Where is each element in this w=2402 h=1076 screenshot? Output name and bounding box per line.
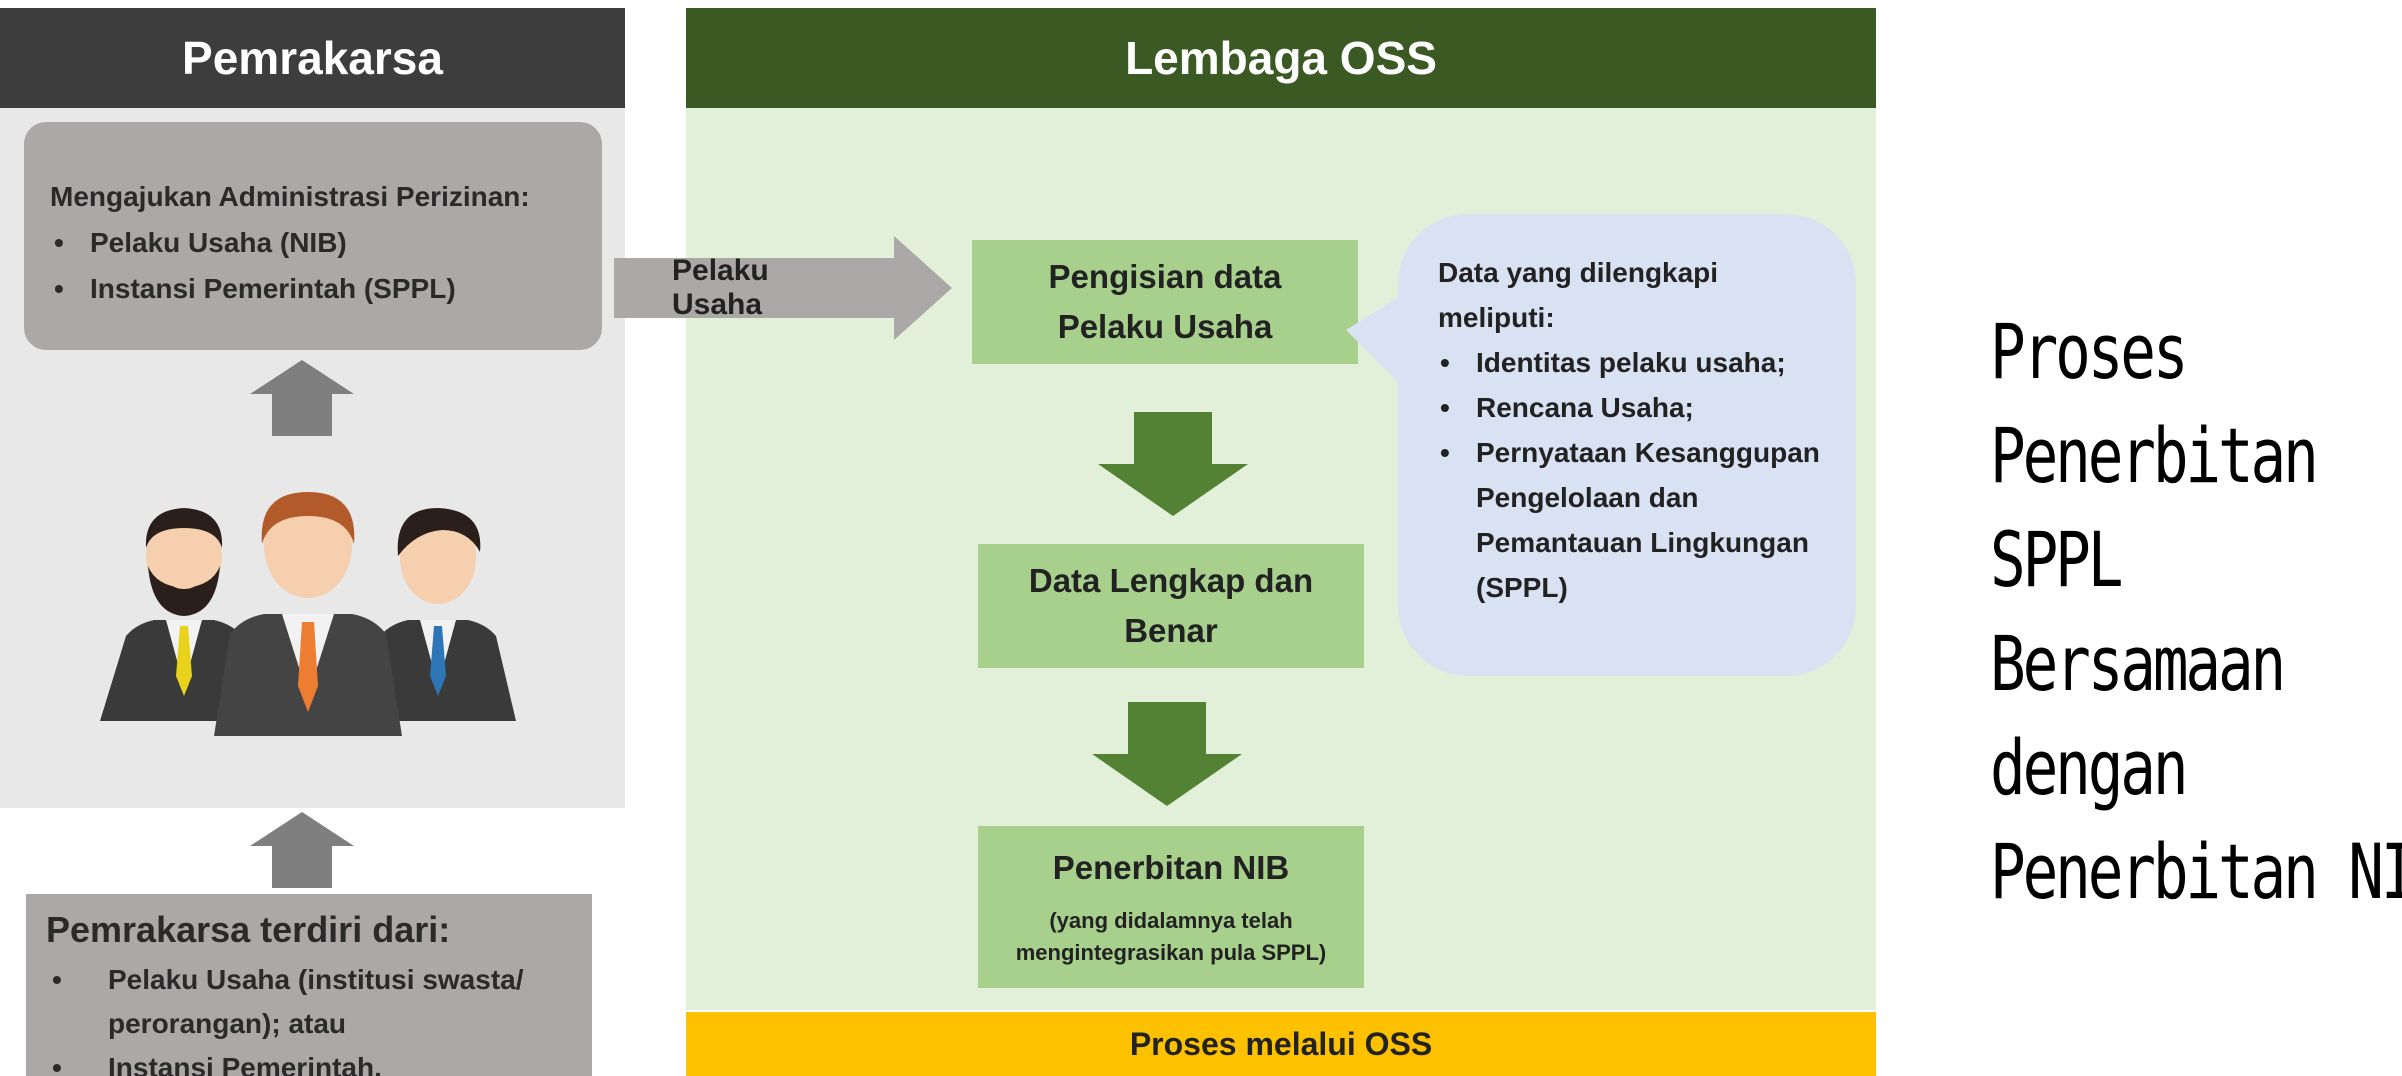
data-requirements-bubble: Data yang dilengkapi meliputi: Identitas… <box>1398 214 1856 676</box>
admin-box: Mengajukan Administrasi Perizinan: Pelak… <box>24 122 602 350</box>
admin-title: Mengajukan Administrasi Perizinan: <box>50 181 530 212</box>
composition-item: Instansi Pemerintah. <box>46 1046 572 1076</box>
bubble-item: Identitas pelaku usaha; <box>1438 340 1826 385</box>
title-line: Proses <box>1990 307 2189 396</box>
down-arrow-icon <box>1098 412 1248 516</box>
admin-item: Instansi Pemerintah (SPPL) <box>50 266 576 312</box>
down-arrow-icon <box>1092 702 1242 806</box>
step-nib-issuance: Penerbitan NIB (yang didalamnya telah me… <box>978 826 1364 988</box>
slide-title: Proses Penerbitan SPPL Bersamaan dengan … <box>1990 300 2402 924</box>
title-line: Penerbitan <box>1990 411 2319 500</box>
bubble-item: Rencana Usaha; <box>1438 385 1826 430</box>
composition-box: Pemrakarsa terdiri dari: Pelaku Usaha (i… <box>26 894 592 1076</box>
title-line: dengan <box>1990 723 2189 812</box>
oss-footer: Proses melalui OSS <box>686 1012 1876 1076</box>
title-line: SPPL <box>1990 515 2123 604</box>
right-arrow-icon <box>614 236 952 340</box>
step-data-valid: Data Lengkap dan Benar <box>978 544 1364 668</box>
step-data-entry: Pengisian data Pelaku Usaha <box>972 240 1358 364</box>
step-title: Penerbitan NIB <box>1052 849 1290 886</box>
composition-title: Pemrakarsa terdiri dari: <box>46 909 451 950</box>
title-line: Penerbitan NIB <box>1990 827 2402 916</box>
step-title: Data Lengkap dan Benar <box>1028 562 1314 649</box>
people-group-icon <box>100 492 516 736</box>
step-title: Pengisian data Pelaku Usaha <box>1048 258 1282 345</box>
up-arrow-icon <box>250 812 354 888</box>
admin-item: Pelaku Usaha (NIB) <box>50 220 576 266</box>
bubble-item: Pernyataan Kesanggupan Pengelolaan dan P… <box>1438 430 1826 610</box>
oss-header: Lembaga OSS <box>686 8 1876 108</box>
up-arrow-icon <box>250 360 354 436</box>
pemrakarsa-header: Pemrakarsa <box>0 8 625 108</box>
arrow-label: Pelaku Usaha <box>672 254 769 321</box>
title-line: Bersamaan <box>1990 619 2286 708</box>
step-note: (yang didalamnya telah mengintegrasikan … <box>1015 908 1327 965</box>
bubble-title: Data yang dilengkapi meliputi: <box>1438 257 1719 333</box>
composition-item: Pelaku Usaha (institusi swasta/ perorang… <box>46 958 572 1046</box>
